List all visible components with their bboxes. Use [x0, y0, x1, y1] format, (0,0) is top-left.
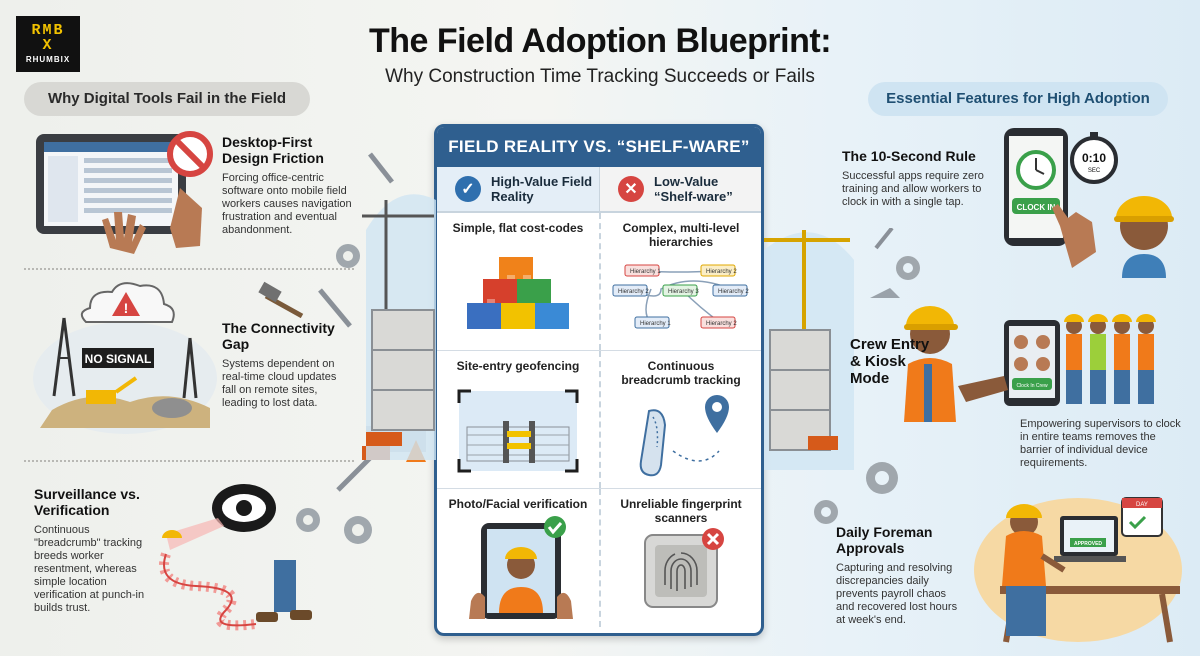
logo-mark-bottom: X — [42, 37, 54, 54]
no-signal-illustration: ! NO SIGNAL — [33, 282, 217, 434]
bad-cell: Continuous breadcrumb tracking — [599, 351, 761, 488]
right-item-kiosk-body: Empowering supervisors to clock in entir… — [1020, 412, 1184, 470]
good-feature-label: Simple, flat cost-codes — [452, 221, 584, 235]
clock-in-phone-illustration: CLOCK IN 0:10 SEC — [1004, 128, 1174, 278]
building-blocks-icon — [467, 253, 569, 329]
high-value-label: High-Value Field Reality — [491, 174, 593, 204]
comparison-row: Photo/Facial verification Unreliable fin… — [437, 489, 761, 627]
left-item-body: Systems dependent on real-time cloud upd… — [222, 358, 337, 409]
hierarchy-node: Hierarchy 1 — [630, 269, 661, 275]
approved-label: APPROVED — [1074, 541, 1102, 547]
right-item-title: The 10-Second Rule — [842, 148, 976, 164]
check-icon: ✓ — [455, 176, 481, 202]
logo-mark-top: RMB — [31, 22, 65, 39]
good-cell: Photo/Facial verification — [437, 489, 599, 627]
hierarchy-node: Hierarchy 2 — [706, 321, 737, 327]
right-item-10-second: The 10-Second Rule Successful apps requi… — [842, 148, 988, 209]
bad-feature-label: Complex, multi-level hierarchies — [622, 221, 740, 249]
comparison-heading: FIELD REALITY VS. “SHELF-WARE” — [437, 127, 761, 167]
calendar-label: DAY — [1136, 502, 1148, 508]
timer-value: 0:10 — [1082, 151, 1106, 165]
bad-cell: Unreliable fingerprint scanners — [599, 489, 761, 627]
comparison-row: Site-entry geofencing Continuous breadcr… — [437, 351, 761, 489]
hierarchy-node: Hierarchy 2 — [718, 289, 749, 295]
right-section-heading: Essential Features for High Adoption — [868, 82, 1168, 116]
right-item-kiosk-title: Crew Entry & Kiosk Mode — [850, 336, 930, 387]
right-item-body: Successful apps require zero training an… — [842, 170, 984, 208]
hierarchy-node: Hierarchy 2 — [618, 289, 649, 295]
svg-text:!: ! — [124, 300, 129, 316]
foreman-approval-illustration: APPROVED DAY — [974, 497, 1182, 643]
left-item-surveillance: Surveillance vs. Verification Continuous… — [34, 486, 154, 615]
left-item-title: Desktop-First Design Friction — [222, 134, 324, 166]
left-item-desktop: Desktop-First Design Friction Forcing of… — [222, 134, 362, 237]
logo-wordmark: RHUMBIX — [25, 55, 71, 64]
left-item-body: Forcing office-centric software onto mob… — [222, 172, 352, 236]
left-building-illustration — [362, 194, 436, 460]
timer-unit: SEC — [1088, 168, 1101, 174]
bad-feature-label: Unreliable fingerprint scanners — [620, 497, 742, 525]
right-item-body: Capturing and resolving discrepancies da… — [836, 562, 958, 626]
right-item-title: Crew Entry & Kiosk Mode — [850, 336, 930, 387]
rhumbix-logo: RMB X RHUMBIX — [16, 16, 80, 72]
divider — [24, 268, 354, 270]
bad-feature-label: Continuous breadcrumb tracking — [621, 359, 741, 387]
good-cell: Simple, flat cost-codes — [437, 213, 599, 350]
good-cell: Site-entry geofencing — [437, 351, 599, 488]
left-item-body: Continuous "breadcrumb" tracking breeds … — [34, 524, 145, 614]
good-feature-label: Photo/Facial verification — [448, 497, 588, 511]
left-section-heading: Why Digital Tools Fail in the Field — [24, 82, 310, 116]
no-signal-label: NO SIGNAL — [85, 352, 152, 366]
geofence-gate-icon — [457, 389, 579, 473]
facial-verification-icon — [469, 516, 573, 619]
comparison-row: Simple, flat cost-codes Hierarchy 1 Hier… — [437, 213, 761, 351]
right-building-illustration — [764, 230, 854, 470]
right-item-approvals: Daily Foreman Approvals Capturing and re… — [836, 524, 964, 627]
bad-cell: Hierarchy 1 Hierarchy 2 Hierarchy 2 Hier… — [599, 213, 761, 350]
decorative-gears — [814, 228, 920, 524]
good-feature-label: Site-entry geofencing — [456, 359, 580, 373]
tablet-hand-illustration — [36, 131, 213, 254]
hierarchy-node: Hierarchy 3 — [668, 289, 699, 295]
hierarchy-diagram-icon: Hierarchy 1 Hierarchy 2 Hierarchy 2 Hier… — [612, 264, 749, 329]
left-item-title: Surveillance vs. Verification — [34, 486, 140, 518]
left-item-connectivity: The Connectivity Gap Systems dependent o… — [222, 320, 352, 410]
comparison-column-headers: ✓ High-Value Field Reality ✕ Low-Value “… — [437, 167, 761, 213]
hierarchy-node: Hierarchy 1 — [640, 321, 671, 327]
low-value-label: Low-Value “Shelf-ware” — [654, 174, 733, 204]
right-item-title: Daily Foreman Approvals — [836, 524, 933, 556]
surveillance-illustration — [159, 484, 312, 631]
hierarchy-node: Hierarchy 2 — [706, 269, 737, 275]
clock-in-crew-button: Clock In Crew — [1016, 383, 1048, 389]
fingerprint-scanner-icon — [644, 528, 724, 608]
divider — [24, 460, 354, 462]
left-item-title: The Connectivity Gap — [222, 320, 335, 352]
page-subtitle: Why Construction Time Tracking Succeeds … — [385, 66, 815, 87]
high-value-header: ✓ High-Value Field Reality — [437, 167, 599, 211]
x-icon: ✕ — [618, 176, 644, 202]
right-item-body: Empowering supervisors to clock in entir… — [1020, 418, 1181, 469]
crew-kiosk-illustration: Clock In Crew — [904, 306, 1156, 422]
comparison-panel: FIELD REALITY VS. “SHELF-WARE” ✓ High-Va… — [434, 124, 764, 636]
low-value-header: ✕ Low-Value “Shelf-ware” — [599, 167, 761, 211]
footprint-tracking-icon — [639, 395, 729, 477]
clock-in-button: CLOCK IN — [1017, 203, 1056, 212]
page-title: The Field Adoption Blueprint: — [368, 22, 832, 60]
